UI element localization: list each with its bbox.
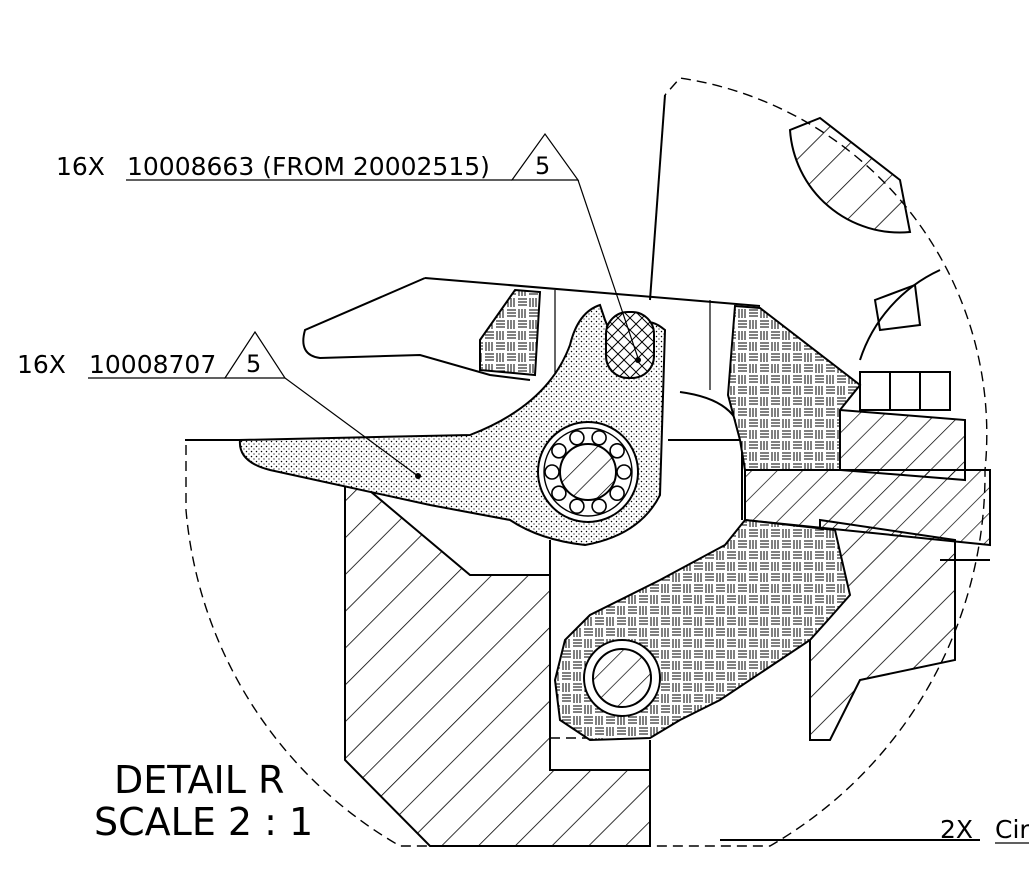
callout-qty: 2X xyxy=(940,815,973,844)
callout-part-number: Cir xyxy=(995,815,1029,844)
bearing-roller xyxy=(616,464,632,480)
bearing-roller xyxy=(569,429,585,446)
callout-spring-pin: 16X 10008663 (FROM 20002515) 5 xyxy=(56,132,580,181)
note-triangle-icon xyxy=(223,330,287,379)
callout-latch-lever: 16X 10008707 5 xyxy=(17,330,287,379)
note-number: 5 xyxy=(535,152,550,180)
detail-scale: SCALE 2 : 1 xyxy=(94,800,313,844)
bearing-roller xyxy=(591,429,607,446)
lower-pin xyxy=(583,639,661,717)
note-number: 5 xyxy=(246,350,261,378)
bearing-roller xyxy=(609,442,625,459)
bearing-roller xyxy=(569,498,585,515)
detail-label: DETAIL R SCALE 2 : 1 xyxy=(94,758,313,844)
detail-title: DETAIL R xyxy=(114,758,284,802)
bearing-roller xyxy=(544,464,560,480)
callout-part-number: 10008707 xyxy=(89,350,216,379)
callout-qty: 16X xyxy=(56,152,105,181)
bearing-roller xyxy=(609,485,625,502)
leader-lines xyxy=(88,179,1029,844)
base-block xyxy=(344,467,651,847)
bearing-roller xyxy=(591,498,607,515)
bearing-roller xyxy=(551,485,567,502)
note-triangle-icon xyxy=(510,132,580,181)
callout-part-number: 10008663 (FROM 20002515) xyxy=(127,152,490,181)
spring-pin xyxy=(605,311,655,379)
callout-truncated: 2X Cir xyxy=(940,815,1029,844)
upper-hub-section xyxy=(788,116,912,234)
pivot-bearing xyxy=(537,421,639,523)
bearing-roller xyxy=(551,442,567,459)
hex-nut-icon xyxy=(859,371,951,411)
callout-qty: 16X xyxy=(17,350,66,379)
